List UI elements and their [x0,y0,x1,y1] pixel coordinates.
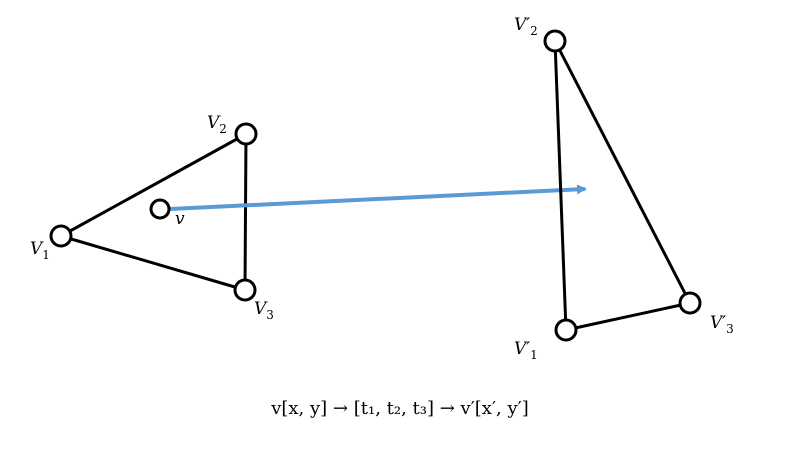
label-target-v1-sub: 1 [530,348,538,362]
label-source-v3-base: V [254,299,268,319]
target-edge-v2-v3 [553,39,692,305]
target-vertex-v3 [678,291,702,315]
mapping-formula: v[x, y] → [t₁, t₂, t₃] → v′[x′, y′] [270,398,529,419]
label-target-v2: V′2 [514,15,538,38]
label-source-v1-sub: 1 [42,248,50,262]
target-edge-v1-v3 [564,301,692,332]
source-edge-v1-v2 [59,132,248,238]
source-point-v [149,198,171,220]
label-target-v2-base: V′ [514,15,530,35]
label-source-v2-sub: 2 [219,122,227,136]
label-target-v2-sub: 2 [530,24,538,38]
label-source-v3-sub: 3 [266,308,274,322]
label-source-v3: V3 [254,299,274,322]
label-target-v3-sub: 3 [726,322,734,336]
label-target-v1-base: V′ [514,339,530,359]
source-vertex-v3 [233,278,257,302]
label-source-v1: V1 [30,239,50,262]
mapping-arrow [169,184,587,211]
source-vertex-v1 [49,224,73,248]
label-source-v2: V2 [207,113,227,136]
source-triangle [49,122,258,302]
source-edge-v2-v3 [243,132,248,292]
target-vertex-v1 [554,318,578,342]
source-edge-v3-v1 [59,234,247,292]
label-point-v: v [175,209,185,229]
target-edge-v2-v1 [553,39,568,332]
label-target-v3: V′3 [710,313,734,336]
label-target-v3-base: V′ [710,313,726,333]
target-triangle [543,29,702,342]
source-vertex-v2 [234,122,258,146]
label-source-v1-base: V [30,239,44,259]
label-source-v2-base: V [207,113,221,133]
label-target-v1: V′1 [514,339,538,362]
target-vertex-v2 [543,29,567,53]
